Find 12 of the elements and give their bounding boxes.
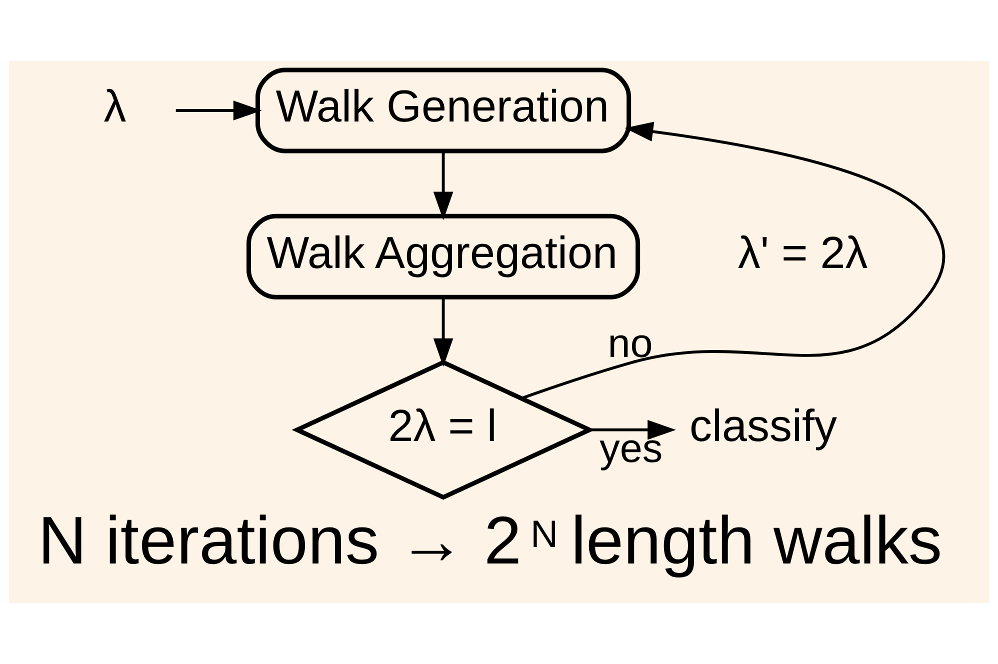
arrow [590, 420, 676, 440]
arrow [176, 100, 262, 120]
node-text: λ [104, 80, 126, 132]
edge-label: yes [600, 425, 663, 472]
edge-label: no [608, 320, 653, 366]
node-text: classify [690, 400, 837, 452]
arrow [433, 151, 454, 220]
arrow [433, 297, 454, 367]
node-box: Walk Generation [256, 68, 632, 154]
arrow [521, 122, 945, 400]
label: λ' = 2λ [738, 226, 868, 278]
node-box: Walk Aggregation [246, 214, 640, 300]
